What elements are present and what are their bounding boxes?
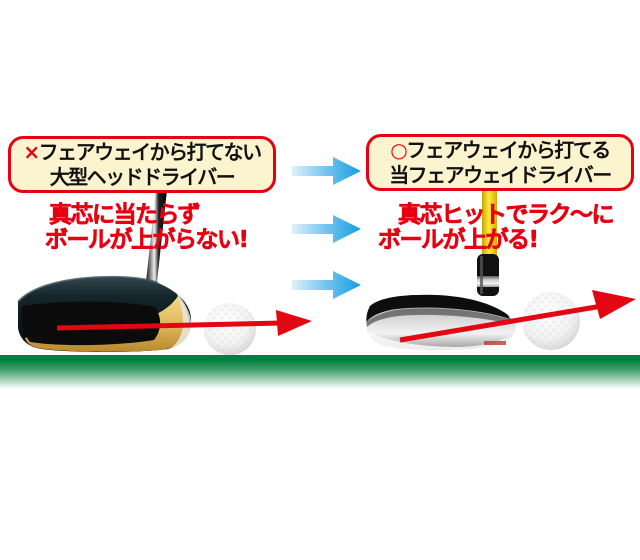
right-caption-line1: 真芯ヒットでラク〜に: [398, 202, 615, 228]
left-caption-line1: 真芯に当たらず: [49, 202, 201, 228]
right-badge-line1: ○フェアウェイから打てる: [390, 137, 611, 162]
left-badge-line2: 大型ヘッドドライバー: [49, 164, 236, 189]
left-caption-line2: ボールが上がらない!: [45, 227, 250, 253]
left-golf-ball: [204, 303, 256, 355]
left-driver-head: [17, 275, 192, 352]
left-problem-badge: ×フェアウェイから打てない 大型ヘッドドライバー: [8, 136, 276, 193]
right-solution-badge: ○フェアウェイから打てる 当フェアウェイドライバー: [366, 134, 634, 191]
right-golf-ball: [522, 292, 580, 350]
turf-ground: [0, 355, 640, 389]
circle-mark-icon: ○: [390, 137, 407, 162]
right-caption-line2: ボールが上がる!: [378, 227, 540, 253]
transition-arrow-bottom: [292, 271, 361, 299]
right-fairway-head: [366, 294, 516, 350]
left-driver-shaft: [146, 190, 167, 282]
left-trajectory-arrow: [56, 310, 312, 336]
right-fairway-shaft: [477, 188, 499, 296]
right-trajectory-arrow: [399, 290, 636, 343]
cross-mark-icon: ×: [23, 139, 40, 164]
right-badge-line2: 当フェアウェイドライバー: [389, 162, 612, 187]
transition-arrow-top: [292, 157, 361, 185]
transition-arrow-middle: [292, 215, 361, 243]
left-badge-line1: ×フェアウェイから打てない: [23, 139, 262, 164]
